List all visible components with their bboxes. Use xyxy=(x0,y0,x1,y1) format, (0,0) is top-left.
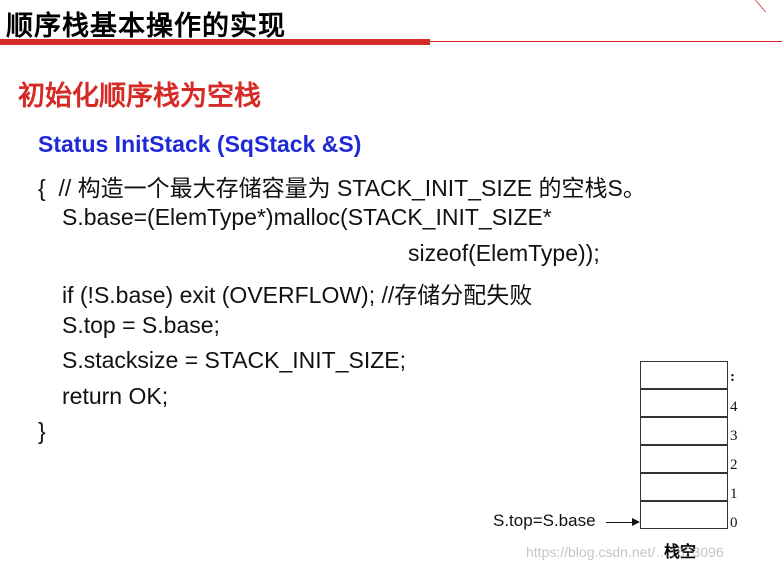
watermark: https://blog.csdn.net/…1523096 xyxy=(526,544,724,560)
stack-cell xyxy=(640,417,728,445)
stack-cell xyxy=(640,473,728,501)
code-line-sizeof: sizeof(ElemType)); xyxy=(408,240,600,266)
title-underline-thin xyxy=(430,41,782,42)
stack-cell xyxy=(640,389,728,417)
stack-index-ellipsis: : xyxy=(730,369,735,385)
title-underline-thick xyxy=(0,39,430,45)
pointer-arrow-line xyxy=(606,522,634,523)
stack-empty-caption: 栈空 xyxy=(664,542,697,561)
stack-index-3: 3 xyxy=(730,428,738,444)
stack-cell xyxy=(640,501,728,529)
stack-index-2: 2 xyxy=(730,457,738,473)
function-signature: Status InitStack (SqStack &S) xyxy=(38,131,362,157)
arrow-right-icon xyxy=(632,518,640,526)
top-base-pointer-label: S.top=S.base xyxy=(493,511,596,530)
stack-index-4: 4 xyxy=(730,399,738,415)
slide-title: 顺序栈基本操作的实现 xyxy=(6,11,286,42)
section-heading: 初始化顺序栈为空栈 xyxy=(18,81,261,112)
code-line-malloc: S.base=(ElemType*)malloc(STACK_INIT_SIZE… xyxy=(62,204,552,230)
stack-index-1: 1 xyxy=(730,486,738,502)
code-line-stacksize: S.stacksize = STACK_INIT_SIZE; xyxy=(62,347,407,373)
code-line-comment: { // 构造一个最大存储容量为 STACK_INIT_SIZE 的空栈S。 xyxy=(38,175,646,201)
corner-decoration xyxy=(754,0,782,12)
stack-cell xyxy=(640,445,728,473)
code-line-overflow-check: if (!S.base) exit (OVERFLOW); //存储分配失败 xyxy=(62,282,533,308)
code-line-top-assign: S.top = S.base; xyxy=(62,312,220,338)
code-line-close-brace: } xyxy=(38,418,46,444)
code-line-return: return OK; xyxy=(62,383,169,409)
stack-index-0: 0 xyxy=(730,515,738,531)
stack-cell xyxy=(640,361,728,389)
